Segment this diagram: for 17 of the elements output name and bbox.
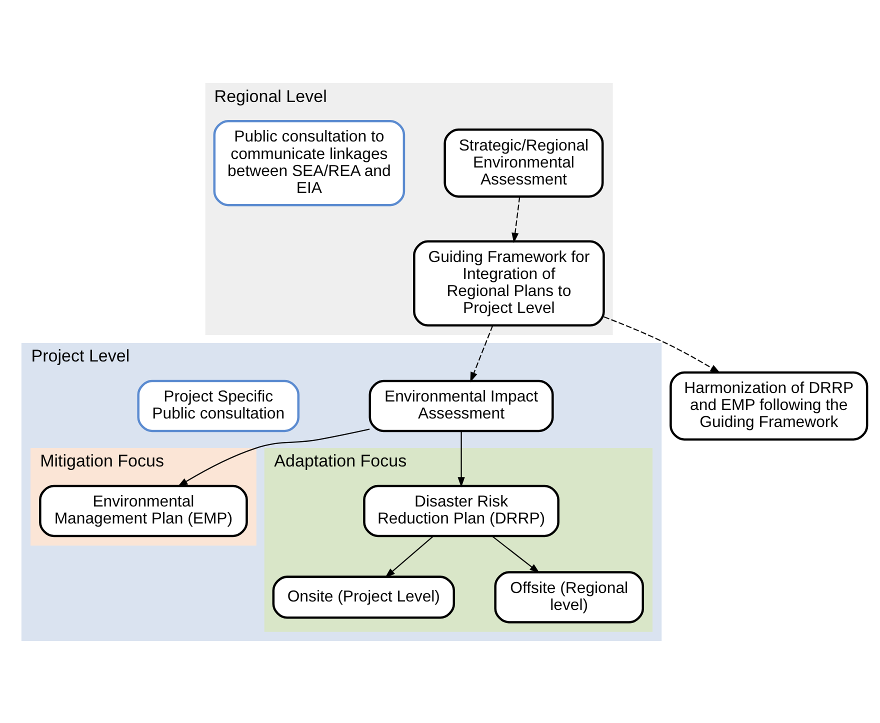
- arrow: [470, 324, 494, 382]
- node-box: Project Specific Public consultation: [137, 379, 300, 432]
- node-box: Offsite (Regional level): [494, 570, 644, 623]
- node-box: Harmonization of DRRP and EMP following the Guiding Framework: [670, 370, 868, 440]
- arrow: [178, 428, 370, 486]
- node-box: Onsite (Project Level): [272, 575, 456, 618]
- arrow: [512, 196, 520, 243]
- arrow: [492, 535, 540, 573]
- node-box: Environmental Management Plan (EMP): [39, 484, 248, 537]
- node-box: Public consultation to communicate linkages between SEA/REA and EIA: [213, 119, 406, 206]
- node-box: Strategic/Regional Environmental Assessment: [444, 128, 604, 198]
- arrow: [384, 535, 434, 578]
- arrow: [458, 430, 465, 487]
- node-box: Disaster Risk Reduction Plan (DRRP): [363, 484, 560, 537]
- arrow: [604, 316, 720, 373]
- node-box: Guiding Framework for Integration of Regional Plans to Project Level: [413, 240, 605, 326]
- node-box: Environmental Impact Assessment: [368, 379, 554, 432]
